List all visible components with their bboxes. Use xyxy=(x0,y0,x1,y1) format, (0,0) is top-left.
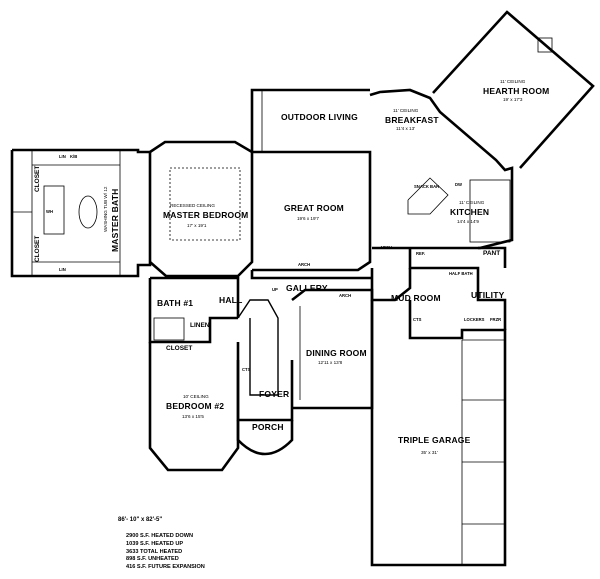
size-label-hearth-room: 19' x 17'3 xyxy=(503,97,523,102)
square-footage-list: 2900 S.F. HEATED DOWN 1039 S.F. HEATED U… xyxy=(126,533,205,572)
sqft-line: 1039 S.F. HEATED UP xyxy=(126,540,184,547)
size-label-kitchen: 14'4 x 14'9 xyxy=(457,219,479,224)
bath1-wall xyxy=(148,278,238,344)
size-label-great-room: 19'6 x 19'7 xyxy=(297,216,319,221)
room-label-linen: LINEN xyxy=(190,322,210,329)
stair xyxy=(237,299,279,396)
room-label-pantry: PANT xyxy=(483,250,501,257)
room-label-closet-bottom: CLOSET xyxy=(34,235,41,262)
room-label-mud-room: MUD ROOM xyxy=(391,293,441,303)
room-label-bedroom2: BEDROOM #2 xyxy=(166,401,225,411)
room-label-gallery: GALLERY xyxy=(286,283,328,293)
ceiling-label-hearth-room: 11' CEILING xyxy=(500,79,526,84)
porch-wall xyxy=(236,420,294,456)
breakfast-wall xyxy=(369,88,514,250)
room-label-porch: PORCH xyxy=(252,422,284,432)
dw-label: DW xyxy=(455,182,462,187)
arch-label-great: ARCH xyxy=(298,262,311,267)
arch-label-gallery: ARCH xyxy=(339,293,352,298)
room-label-great-room: GREAT ROOM xyxy=(284,203,344,213)
up-label: UP xyxy=(272,287,278,292)
pantry-wall xyxy=(478,246,507,268)
ceiling-label-master-bedroom: RECESSED CEILING xyxy=(170,203,215,208)
sqft-line: 416 S.F. FUTURE EXPANSION xyxy=(126,564,205,571)
room-label-hearth-room: HEARTH ROOM xyxy=(483,86,550,96)
half-bath-label: HALF BATH xyxy=(449,271,473,276)
dining-room-wall xyxy=(291,288,374,410)
great-room-wall xyxy=(250,88,370,152)
size-label-dining-room: 12'11 x 13'8 xyxy=(318,360,343,365)
room-label-bath1: BATH #1 xyxy=(157,298,194,308)
size-label-breakfast: 11'4 x 13' xyxy=(396,126,416,131)
cts2-label: CTS xyxy=(413,317,422,322)
room-label-dining-room: DINING ROOM xyxy=(306,348,367,358)
room-label-outdoor-living: OUTDOOR LIVING xyxy=(281,112,358,122)
size-label-triple-garage: 35' x 31' xyxy=(421,450,438,455)
sqft-line: 898 S.F. UNHEATED xyxy=(126,556,179,563)
arch-label-kitchen: ARCH xyxy=(380,245,393,250)
room-label-closet-bed2: CLOSET xyxy=(166,345,193,352)
room-label-master-bath: MASTER BATH xyxy=(110,188,120,252)
lin-label-top: LIN xyxy=(59,154,66,159)
gallery-wall xyxy=(250,270,372,280)
garage-wall xyxy=(370,300,507,567)
room-label-foyer: FOYER xyxy=(259,389,290,399)
great-room-wall-2 xyxy=(252,150,372,272)
room-label-kitchen: KITCHEN xyxy=(450,207,490,217)
room-label-hall: HALL xyxy=(219,295,243,305)
ceiling-label-kitchen: 11' CEILING xyxy=(459,200,485,205)
sqft-line: 3633 TOTAL HEATED xyxy=(126,548,183,555)
snack-bar-label: SNACK BAR xyxy=(414,184,440,189)
ceiling-label-breakfast: 11' CEILING xyxy=(393,108,419,113)
kb-label-top: K/B xyxy=(70,154,78,159)
hall-wall xyxy=(150,276,240,318)
sqft-line: 2900 S.F. HEATED DOWN xyxy=(126,533,194,539)
lockers-label: LOCKERS xyxy=(464,317,485,322)
room-label-closet-top: CLOSET xyxy=(34,165,41,192)
ceiling-label-bedroom2: 10' CEILING xyxy=(183,394,209,399)
room-label-breakfast: BREAKFAST xyxy=(385,115,439,125)
hearth-room-wall xyxy=(432,10,595,169)
utility-wall xyxy=(408,248,507,330)
frzr-label: FRZR xyxy=(490,317,502,322)
master-bedroom-wall xyxy=(149,140,254,278)
room-label-master-bedroom: MASTER BEDROOM xyxy=(163,210,249,220)
lin-label-bottom: LIN xyxy=(59,267,66,272)
size-label-master-bedroom: 17' x 19'1 xyxy=(187,223,207,228)
wh-label: WH xyxy=(46,209,53,214)
master-suite-wall xyxy=(10,148,152,278)
cts-label: CTS xyxy=(242,367,251,372)
overall-dimensions: 86'- 10" x 82'-5" xyxy=(118,517,163,523)
foyer-wall xyxy=(236,360,294,422)
room-label-triple-garage: TRIPLE GARAGE xyxy=(398,435,471,445)
ref-label: REF. xyxy=(416,251,426,256)
master-bath-tub-label: WASHING TUB W/ 12 xyxy=(103,186,108,232)
size-label-bedroom2: 13'6 x 15'5 xyxy=(182,414,204,419)
room-label-utility: UTILITY xyxy=(471,290,505,300)
